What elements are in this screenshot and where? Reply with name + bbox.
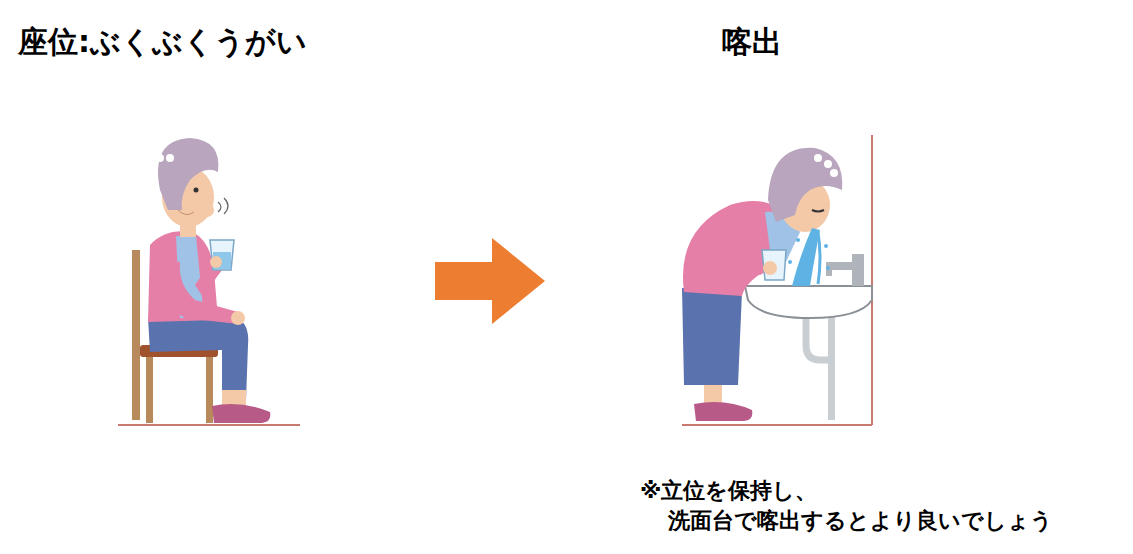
flow-arrow xyxy=(435,238,545,324)
heading-left: 座位:ぶくぶくうがい xyxy=(18,22,307,63)
seated-woman xyxy=(118,138,300,425)
standing-woman-at-sink xyxy=(682,135,872,425)
note: ※立位を保持し、 洗面台で喀出するとより良いでしょう xyxy=(640,476,1128,535)
heading-right: 喀出 xyxy=(722,22,782,63)
